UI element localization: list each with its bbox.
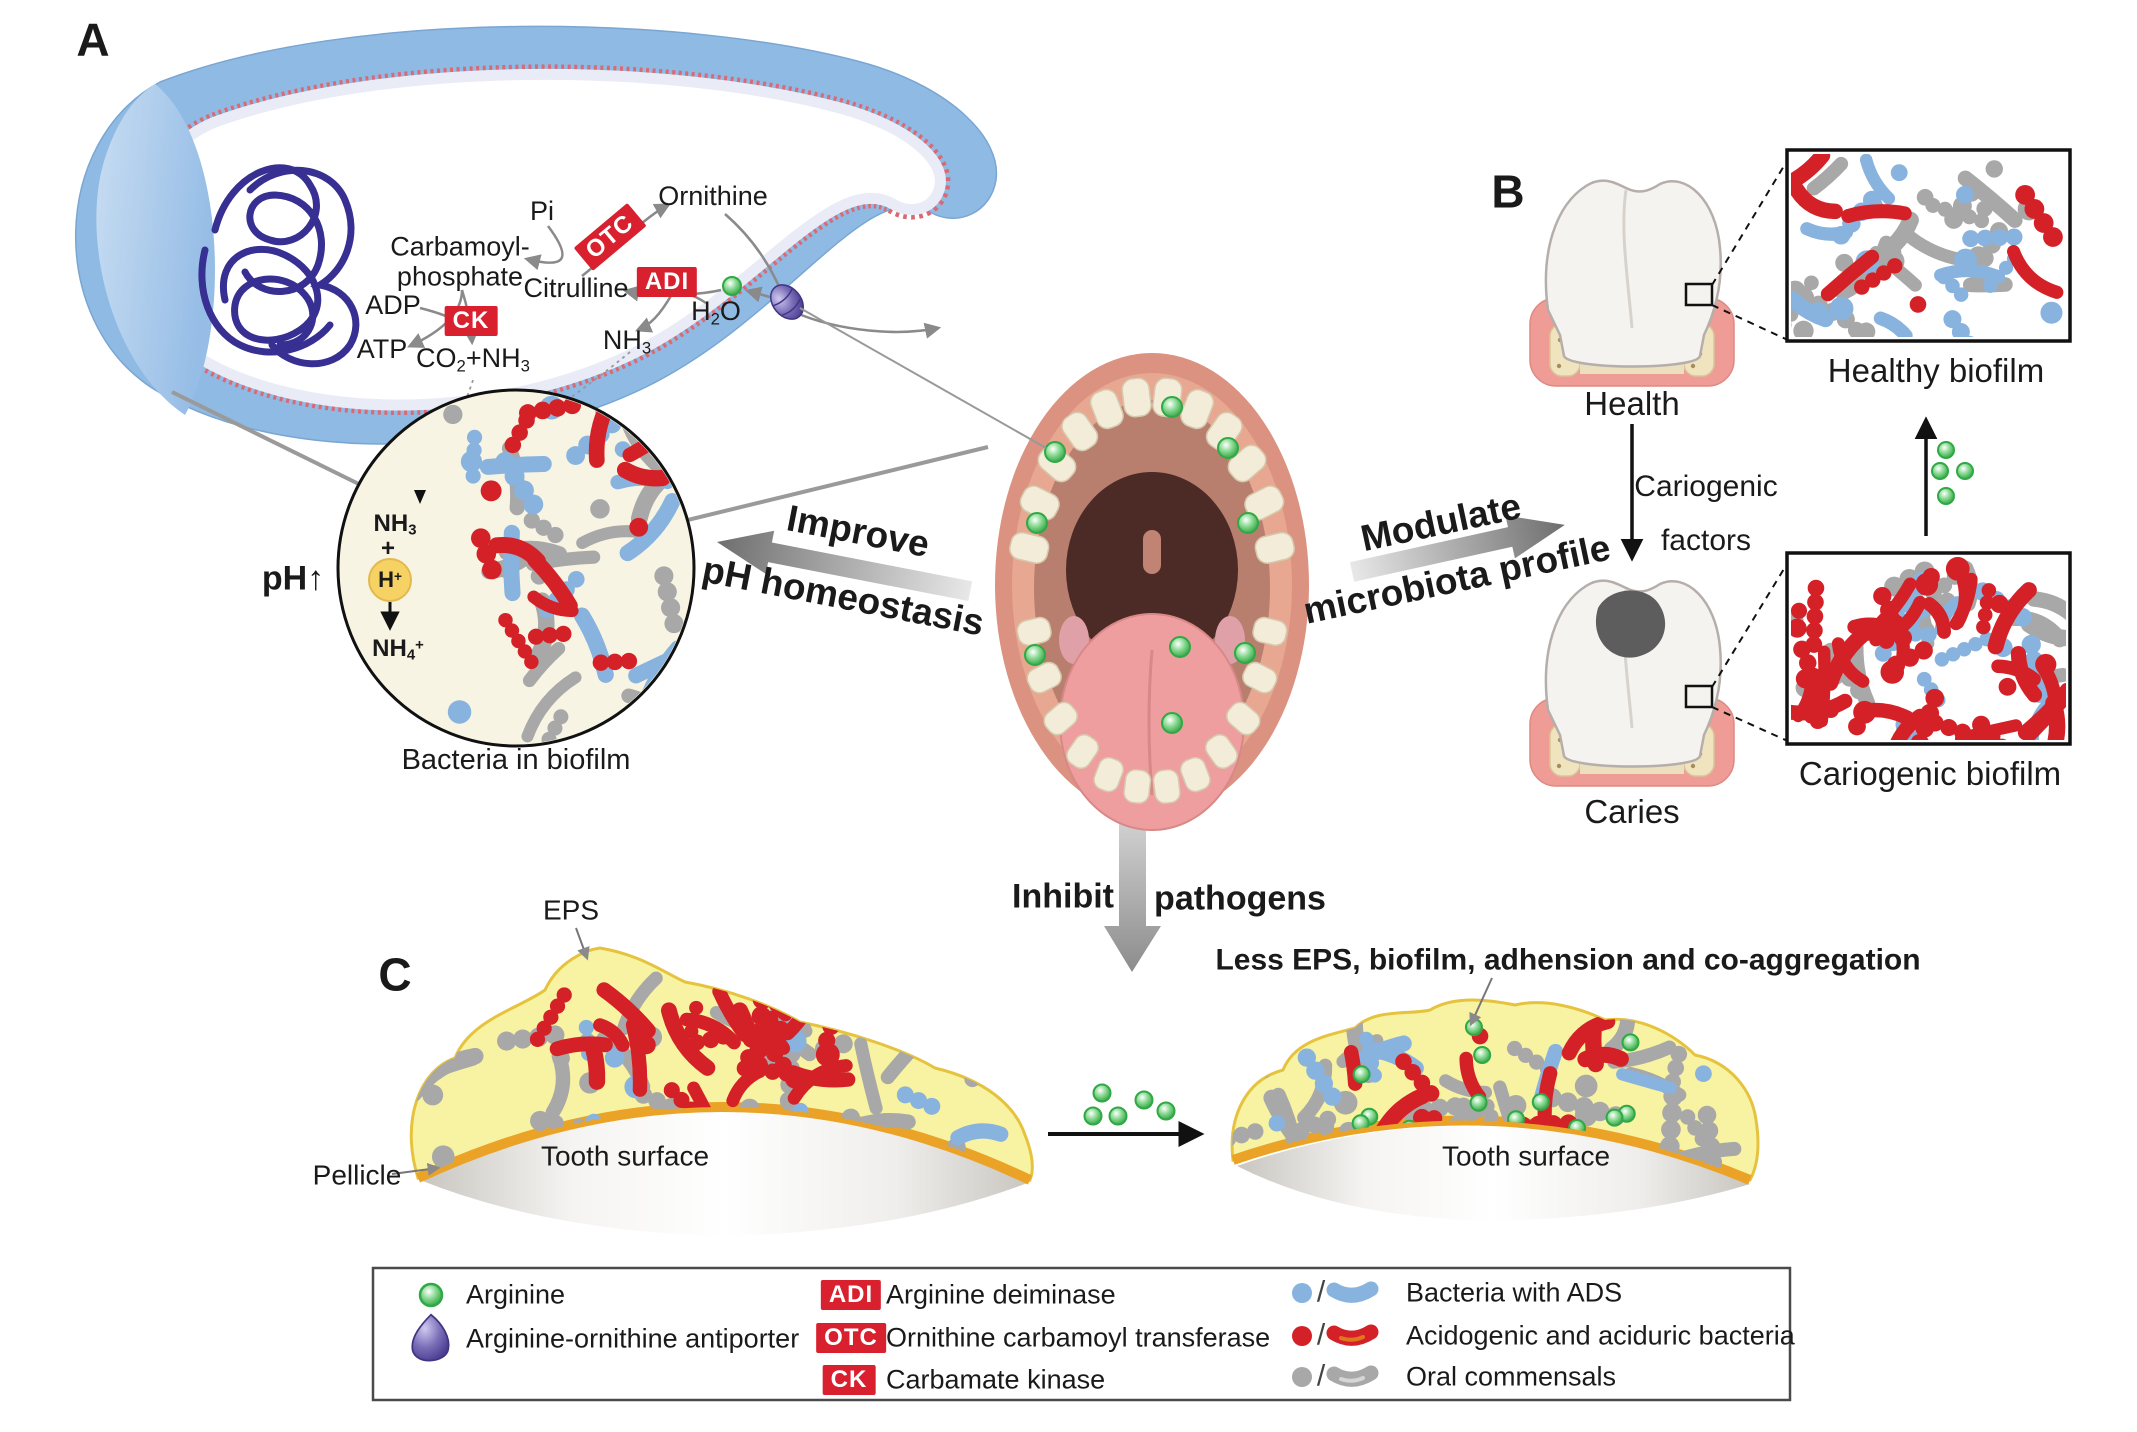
- oral-commensals-icon: [1292, 1365, 1379, 1387]
- tooth-surface-left: [420, 1106, 1030, 1236]
- pellicle-pointer: [391, 1162, 441, 1176]
- antiporter-icon: [411, 1313, 450, 1362]
- tooth-surface-right-label: Tooth surface: [1441, 1140, 1611, 1172]
- atp-label: ATP: [356, 334, 408, 365]
- panel-b-label: B: [1491, 165, 1525, 218]
- arrow-to-nh3: [635, 293, 674, 333]
- pellicle-left: [415, 1102, 1033, 1185]
- legend-adi-label: Arginine deiminase: [886, 1279, 1116, 1310]
- arginine-icon: [418, 1282, 444, 1308]
- nh3-label: NH3: [602, 325, 652, 358]
- legend-adi-badge: ADI: [820, 1280, 882, 1310]
- bacterium-cell: [75, 25, 998, 445]
- cell-cut-face: [96, 84, 215, 415]
- less-eps-label: Less EPS, biofilm, adhension and co-aggr…: [1215, 943, 1921, 977]
- tongue: [1059, 613, 1245, 831]
- ornithine-to-antiporter: [724, 213, 783, 292]
- adp-label: ADP: [365, 290, 421, 321]
- arrow-pi-to-carbamoyl: [523, 225, 564, 271]
- uvula: [1143, 530, 1161, 574]
- teeth-arcs: [1009, 377, 1295, 805]
- pellicle-label: Pellicle: [312, 1159, 402, 1191]
- less-eps-pointer: [1469, 977, 1493, 1027]
- ph-up-label: pH↑: [261, 559, 325, 598]
- panel-c-label: C: [378, 948, 412, 1001]
- healthy-biofilm-label: Healthy biofilm: [1827, 351, 2045, 389]
- caries-lesion: [1595, 590, 1666, 658]
- caries-label: Caries: [1584, 792, 1680, 830]
- dashed-zoom-lines: [1711, 155, 1791, 743]
- legend-antiporter-label: Arginine-ornithine antiporter: [466, 1323, 800, 1354]
- pi-label: Pi: [529, 196, 555, 227]
- cariogenic-biofilm-label: Cariogenic biofilm: [1798, 754, 2062, 792]
- dna-tangle: [198, 164, 360, 368]
- open-mouth: [995, 353, 1309, 831]
- modulate-arrow: [1349, 515, 1565, 582]
- arginine-dots-in-mouth: [1024, 396, 1259, 734]
- h-plus-circle: [368, 558, 412, 602]
- pathogens-label: pathogens: [1154, 879, 1326, 918]
- legend-slash-1: /: [1316, 1275, 1326, 1309]
- tooth-surface-left-label: Tooth surface: [540, 1140, 710, 1172]
- citrulline-label: Citrulline: [523, 273, 629, 304]
- zoom-square-caries: [1684, 684, 1714, 709]
- legend-otc-badge: OTC: [816, 1323, 886, 1353]
- inhibit-arrow: [1104, 806, 1161, 972]
- arginine-dots-panel-c: [1083, 1083, 1176, 1126]
- legend-otc-label: Ornithine carbamoyl transferase: [886, 1322, 1271, 1353]
- arginine-dot-in-cell: [722, 276, 742, 296]
- h2o-label: H2O: [691, 296, 741, 329]
- ornithine-label: Ornithine: [658, 181, 768, 212]
- legend-commensals-label: Oral commensals: [1406, 1361, 1617, 1392]
- healthy-biofilm-bacteria: [1791, 154, 2064, 337]
- tooth-surface-right: [1237, 1126, 1750, 1221]
- legend-ck-label: Carbamate kinase: [886, 1364, 1106, 1395]
- panel-c: [391, 927, 1760, 1236]
- legend-acidogenic-label: Acidogenic and aciduric bacteria: [1406, 1320, 1795, 1351]
- mouth-to-cell-leader: [799, 307, 1047, 449]
- arginine-ornithine-antiporter: [769, 284, 805, 320]
- ck-badge: CK: [444, 306, 498, 336]
- panel-a-label: A: [76, 13, 110, 66]
- legend-slash-2: /: [1316, 1318, 1326, 1352]
- eps-label: EPS: [542, 894, 600, 926]
- arrow-arginine-import: [744, 286, 771, 303]
- circle-nh3-label: NH3: [373, 509, 417, 539]
- adi-badge: ADI: [636, 267, 698, 297]
- legend-slash-3: /: [1316, 1359, 1326, 1393]
- h-plus-label: H+: [378, 566, 402, 592]
- legend-box: [371, 1266, 1792, 1402]
- co2-nh3-label: CO2+NH3: [416, 343, 530, 376]
- cariogenic-biofilm-bacteria: [1791, 557, 2066, 740]
- health-label: Health: [1584, 384, 1680, 422]
- annotation-arrows: [391, 927, 1493, 1176]
- nh3-arrowhead: [414, 490, 426, 504]
- legend-ck-badge: CK: [822, 1365, 876, 1395]
- legend-ads-label: Bacteria with ADS: [1406, 1277, 1623, 1308]
- legend: [371, 1266, 1792, 1402]
- biofilm-circle-caption: Bacteria in biofilm: [401, 744, 631, 777]
- nh4-label: NH4+: [372, 634, 424, 664]
- acidogenic-bacteria-icon: [1292, 1324, 1379, 1346]
- inhibit-label: Inhibit: [1012, 877, 1114, 916]
- ads-bacteria-icon: [1292, 1281, 1379, 1303]
- eps-pointer: [575, 927, 590, 961]
- improve-arrow: [717, 530, 973, 602]
- zoom-square-health: [1684, 282, 1714, 307]
- panel-b: [1528, 148, 2072, 788]
- arginine-dots-panel-b: [1931, 441, 1974, 505]
- pellicle-right: [1231, 1115, 1752, 1185]
- arrow-ornithine-export: [793, 310, 942, 339]
- legend-arginine-label: Arginine: [466, 1279, 566, 1310]
- circle-plus-label: +: [380, 534, 396, 562]
- carbamoyl-phosphate-label: Carbamoyl-phosphate: [390, 231, 530, 291]
